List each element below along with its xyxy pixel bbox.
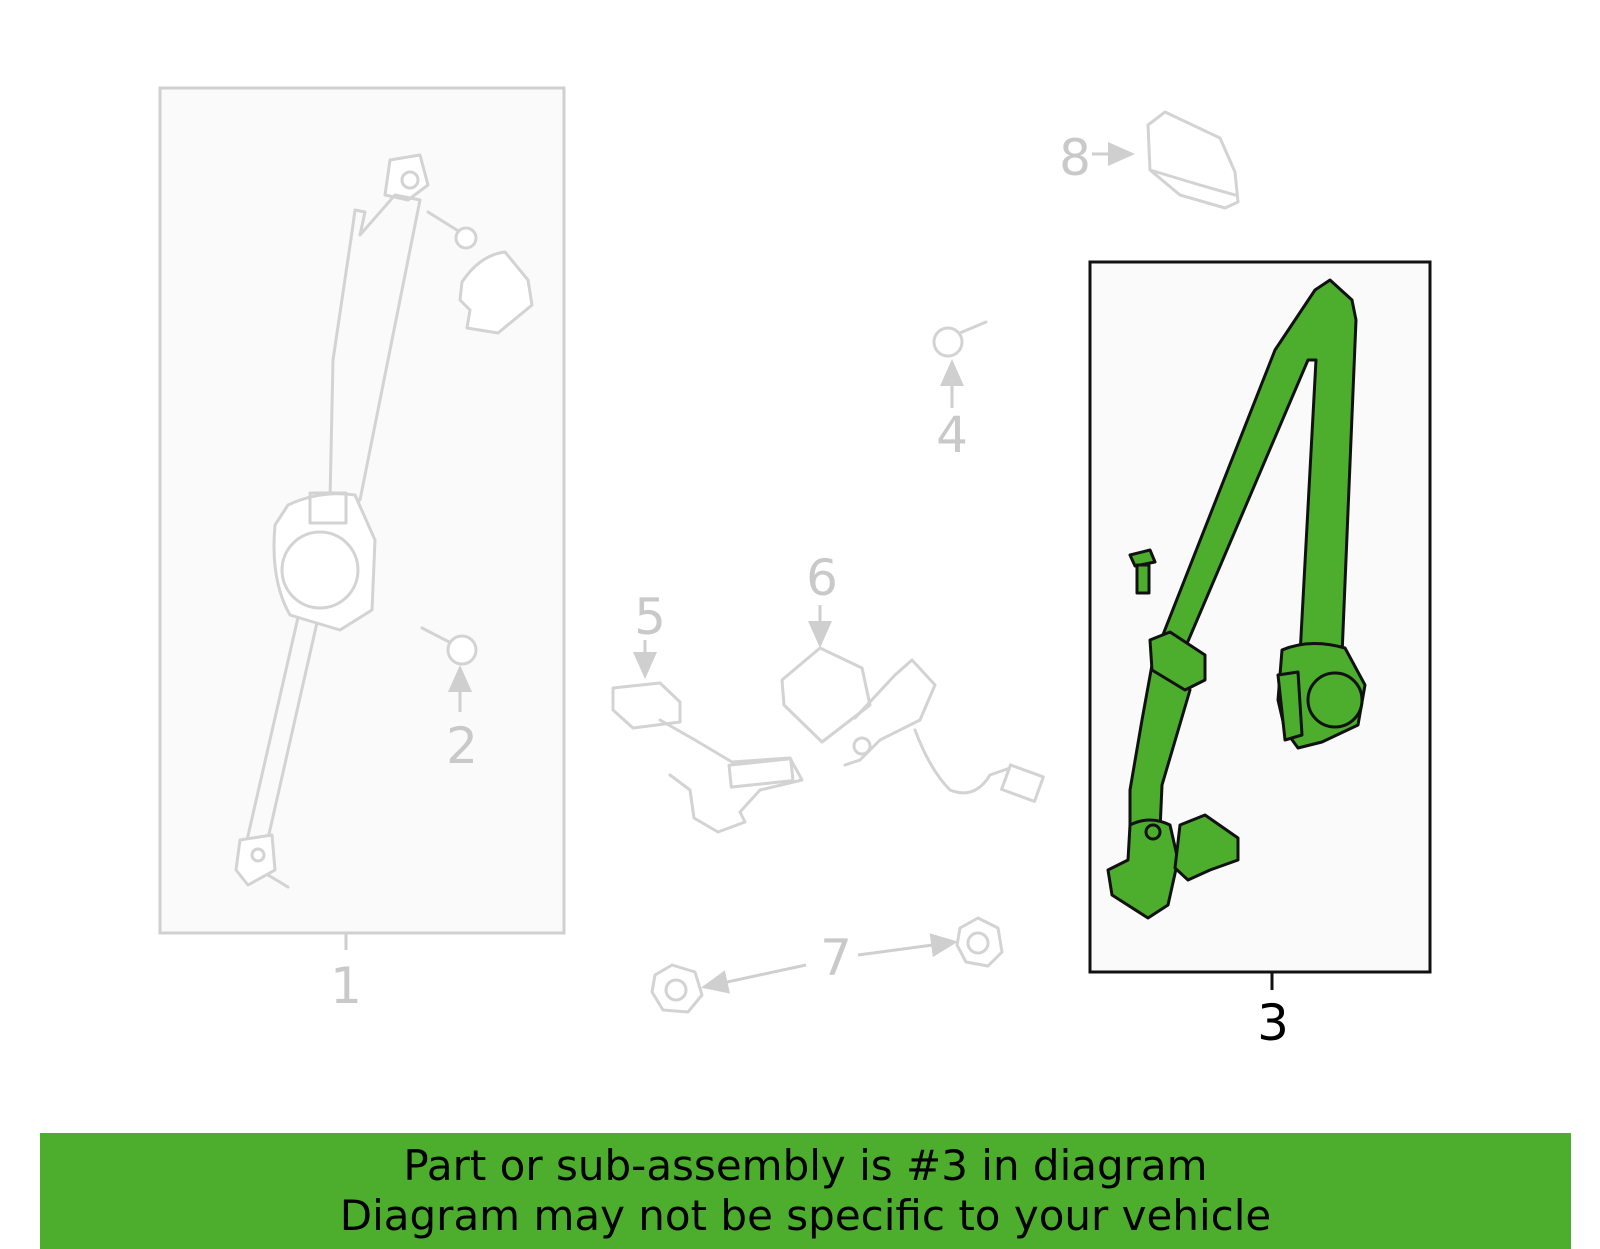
callout-4[interactable]: 4 (936, 406, 968, 464)
parts-diagram: 1 2 4 5 6 (158, 86, 1432, 1052)
callout-8[interactable]: 8 (1059, 129, 1091, 187)
part-1-seat-belt-assembly[interactable] (158, 86, 566, 950)
info-banner: Part or sub-assembly is #3 in diagram Di… (40, 1133, 1571, 1249)
part-2-bolt[interactable] (420, 626, 478, 712)
part-4-bolt[interactable] (932, 320, 988, 408)
part-7-nuts[interactable] (650, 916, 1004, 1014)
callout-1[interactable]: 1 (330, 957, 362, 1015)
part-3-bolt (1128, 548, 1157, 595)
callout-5[interactable]: 5 (634, 588, 666, 646)
banner-line-2: Diagram may not be specific to your vehi… (339, 1191, 1272, 1240)
callout-6[interactable]: 6 (806, 549, 838, 607)
part-5-buckle[interactable] (611, 640, 804, 834)
part-8-cover[interactable] (1092, 110, 1240, 210)
banner-line-1: Part or sub-assembly is #3 in diagram (403, 1141, 1208, 1190)
part-7-nut-right (955, 916, 1004, 968)
part-1-bolt (426, 210, 478, 250)
part-7-nut-left (650, 963, 704, 1014)
part-6-buckle-assembly[interactable] (780, 605, 1045, 803)
part-3-seat-belt-assembly[interactable] (1088, 260, 1432, 990)
callout-3[interactable]: 3 (1257, 994, 1289, 1052)
callout-2[interactable]: 2 (446, 717, 478, 775)
callout-7[interactable]: 7 (820, 929, 852, 987)
